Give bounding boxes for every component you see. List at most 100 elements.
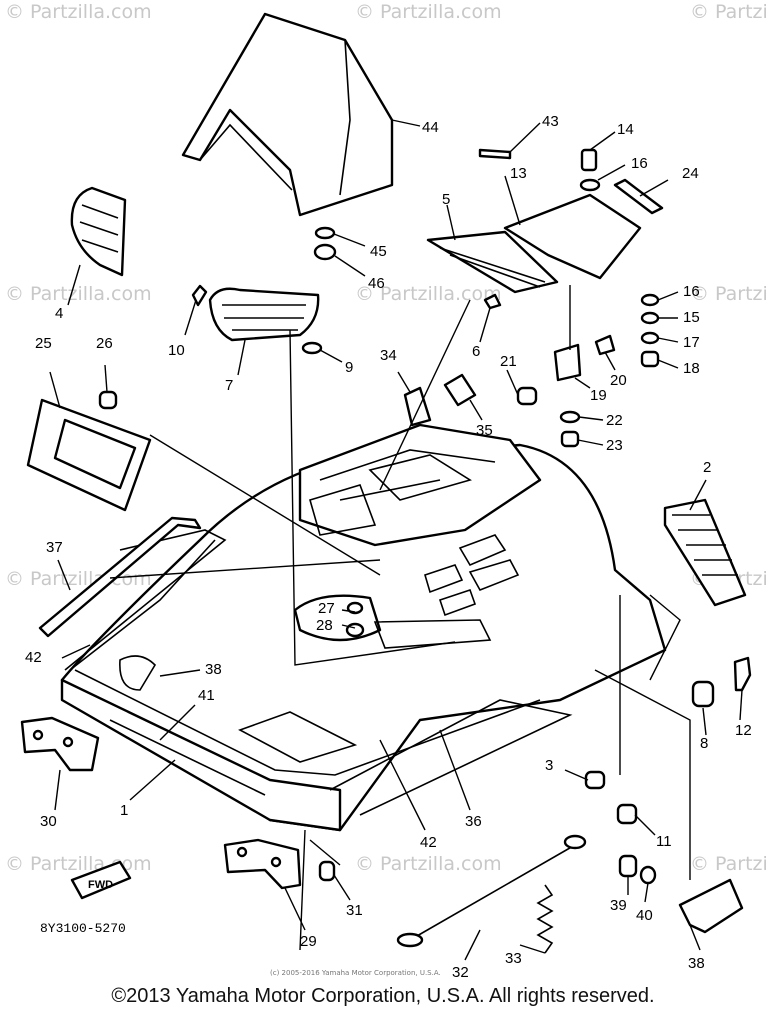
callout-7: 7 — [225, 377, 233, 394]
callout-14: 14 — [617, 121, 634, 138]
callout-40: 40 — [636, 907, 653, 924]
callout-9: 9 — [345, 359, 353, 376]
callout-37: 37 — [46, 539, 63, 556]
part-38-emblem — [119, 655, 744, 934]
part-33-spring — [536, 884, 554, 954]
washer-icon — [640, 311, 660, 325]
nut-icon — [345, 622, 365, 638]
part-7-grill — [208, 287, 320, 342]
watermark: © Partzilla.com — [355, 1, 502, 23]
callout-44: 44 — [422, 119, 439, 136]
spacer-icon — [691, 680, 715, 708]
washer-icon — [346, 601, 364, 615]
callout-5: 5 — [442, 191, 450, 208]
callout-31: 31 — [346, 902, 363, 919]
callout-28: 28 — [316, 617, 333, 634]
callout-20: 20 — [610, 372, 627, 389]
callout-16: 16 — [631, 155, 648, 172]
part-29-hinge — [223, 838, 302, 890]
callout-3: 3 — [545, 757, 553, 774]
watermark: © Partzilla.com — [690, 283, 766, 305]
callout-4: 4 — [55, 305, 63, 322]
callout-1: 1 — [120, 802, 128, 819]
callout-11: 11 — [656, 833, 672, 850]
label-icon — [478, 148, 512, 160]
callout-13: 13 — [510, 165, 527, 182]
leader-lines — [49, 119, 743, 961]
callout-42: 42 — [25, 649, 42, 666]
callout-27: 27 — [318, 600, 335, 617]
fwd-label: FWD — [88, 879, 113, 891]
part-44-rear-cover — [181, 12, 394, 217]
watermark: © Partzilla.com — [355, 853, 502, 875]
callout-45: 45 — [370, 243, 387, 260]
nut-icon — [560, 430, 580, 448]
callout-23: 23 — [606, 437, 623, 454]
callout-2: 2 — [703, 459, 711, 476]
callout-32: 32 — [452, 964, 469, 981]
callout-34: 34 — [380, 347, 397, 364]
washer-icon — [639, 865, 657, 885]
bolt-icon — [733, 656, 752, 692]
clip-icon — [483, 293, 502, 310]
watermark: © Partzilla.com — [5, 283, 152, 305]
callout-22: 22 — [606, 412, 623, 429]
bolt-icon — [594, 334, 616, 356]
callout-15: 15 — [683, 309, 700, 326]
washer-icon — [579, 178, 601, 192]
callout-19: 19 — [590, 387, 607, 404]
clip-icon — [301, 341, 323, 355]
rod-icon — [613, 178, 664, 215]
part-2-vent — [663, 498, 747, 607]
callout-43: 43 — [542, 113, 559, 130]
watermark: © Partzilla.com — [355, 283, 502, 305]
part-32-cable — [396, 834, 587, 948]
part-1-hood — [60, 423, 667, 832]
washer-icon — [640, 331, 660, 345]
grommet-icon — [314, 226, 336, 240]
washer-icon — [559, 410, 581, 424]
callout-8: 8 — [700, 735, 708, 752]
washer-icon — [640, 293, 660, 307]
callout-30: 30 — [40, 813, 57, 830]
callout-21: 21 — [500, 353, 517, 370]
bracket-icon — [553, 343, 582, 382]
copyright-footer: ©2013 Yamaha Motor Corporation, U.S.A. A… — [111, 985, 655, 1007]
fwd-emblem: FWD — [70, 860, 132, 900]
watermark: © Partzilla.com — [5, 568, 152, 590]
inner-copyright: (c) 2005-2016 Yamaha Motor Corporation, … — [270, 969, 441, 977]
nut-icon — [516, 386, 538, 406]
callout-42b: 42 — [420, 834, 437, 851]
watermark: © Partzilla.com — [690, 853, 766, 875]
callout-29: 29 — [300, 933, 317, 950]
callout-10: 10 — [168, 342, 185, 359]
part-4-grill — [70, 186, 127, 277]
nut-icon — [584, 770, 606, 790]
diagram-code: 8Y3100-5270 — [40, 921, 126, 936]
watermark: © Partzilla.com — [5, 853, 152, 875]
part-34-stay — [403, 386, 432, 427]
grommet-icon — [313, 243, 337, 261]
nut-icon — [98, 390, 118, 410]
callout-6: 6 — [472, 343, 480, 360]
callout-26: 26 — [96, 335, 113, 352]
callout-12: 12 — [735, 722, 752, 739]
grommet-icon — [318, 860, 336, 882]
watermark: © Partzilla.com — [5, 1, 152, 23]
part-37-42-trim — [38, 516, 216, 671]
callout-18: 18 — [683, 360, 700, 377]
part-35-plate — [443, 373, 477, 407]
spacer-icon — [618, 854, 638, 878]
callout-39: 39 — [610, 897, 627, 914]
part-5-13-panels — [426, 193, 642, 294]
callout-38: 38 — [205, 661, 222, 678]
nut-icon — [616, 803, 638, 825]
part-25-vent-frame — [26, 398, 152, 512]
callout-38b: 38 — [688, 955, 705, 972]
callout-17: 17 — [683, 334, 700, 351]
callout-41: 41 — [198, 687, 215, 704]
bolt-icon — [580, 148, 598, 172]
callout-33: 33 — [505, 950, 522, 967]
part-30-hinge — [20, 716, 100, 772]
